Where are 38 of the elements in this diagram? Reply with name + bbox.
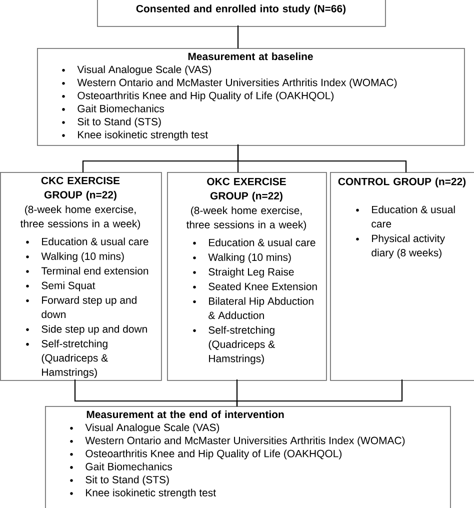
bullet-item: Forward step up and down: [26, 296, 136, 318]
bullet-item: Sit to Stand (STS): [70, 476, 169, 486]
bullet-item: Straight Leg Raise: [193, 268, 294, 278]
bullet-item: Knee isokinetic strength test: [70, 488, 216, 498]
bullet-item: Physical activity diary (8 weeks): [356, 234, 445, 258]
bullet-item: Education & usual care: [193, 238, 316, 246]
bullet-item: Walking (10 mins): [193, 253, 291, 263]
connector-line: [237, 25, 239, 49]
heading: Measurement at the end of intervention: [86, 410, 284, 418]
bullet-item: Gait Biomechanics: [62, 104, 164, 112]
heading: (8-week home exercise, three sessions in a week): [186, 206, 306, 230]
bullet-item: Western Ontario and McMaster Universities Arthritis Index (WOMAC): [70, 436, 405, 446]
bullet-item: Side step up and down: [26, 325, 147, 335]
bullet-item: Bilateral Hip Abduction & Adduction: [193, 297, 314, 320]
connector-line: [237, 144, 407, 173]
bullet-item: Gait Biomechanics: [70, 462, 172, 470]
connector-line: [236, 379, 403, 407]
bullet-item: Sit to Stand (STS): [62, 118, 161, 128]
heading: Measurement at baseline: [188, 52, 313, 60]
bullet-item: Knee isokinetic strength test: [62, 130, 208, 140]
bullet-item: Education & usual care: [356, 206, 455, 228]
heading: CONTROL GROUP (n=22): [338, 178, 466, 188]
bullet-item: Walking (10 mins): [26, 252, 124, 262]
bullet-item: Semi Squat: [26, 282, 96, 292]
bullet-item: Self-stretching (Quadriceps & Hamstrings): [193, 326, 275, 364]
bullet-item: Visual Analogue Scale (VAS): [70, 423, 220, 434]
bullet-item: Osteoarthritis Knee and Hip Quality of Life (OAKHQOL): [62, 92, 334, 102]
heading: CKC EXERCISE GROUP (n=22): [41, 176, 120, 201]
bullet-item: Western Ontario and McMaster Universities Arthritis Index (WOMAC): [62, 78, 397, 88]
heading: OKC EXERCISE GROUP (n=22): [207, 178, 286, 202]
bullet-item: Education & usual care: [26, 238, 148, 246]
heading: (8-week home exercise, three sessions in a week): [20, 205, 140, 230]
bullet-item: Osteoarthritis Knee and Hip Quality of Life (OAKHQOL): [70, 450, 342, 460]
heading: Consented and enrolled into study (N=66): [136, 4, 346, 14]
bullet-item: Self-stretching (Quadriceps & Hamstrings): [26, 340, 108, 378]
bullet-item: Seated Knee Extension: [193, 282, 317, 290]
bullet-item: Terminal end extension: [26, 266, 148, 275]
bullet-item: Visual Analogue Scale (VAS): [62, 65, 212, 76]
